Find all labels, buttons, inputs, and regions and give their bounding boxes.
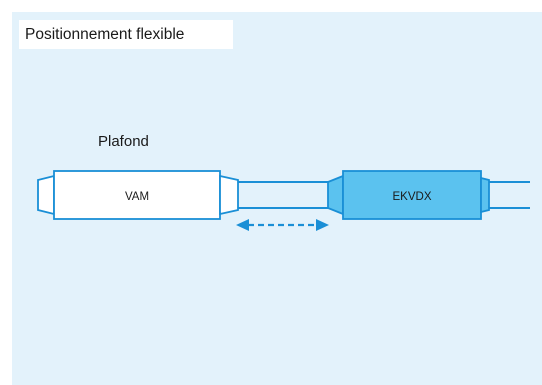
ekvdx-body bbox=[342, 170, 482, 220]
ceiling-label: Plafond bbox=[98, 133, 149, 150]
vam-right-flange bbox=[219, 174, 239, 216]
ekvdx-left-flange bbox=[327, 174, 344, 216]
outlet-duct bbox=[489, 181, 530, 209]
ekvdx-unit: EKVDX bbox=[327, 170, 490, 220]
flexible-distance-arrow bbox=[236, 219, 329, 231]
diagram-title: Positionnement flexible bbox=[19, 20, 233, 49]
ekvdx-right-flange bbox=[480, 176, 490, 214]
arrow-left-head bbox=[236, 219, 249, 231]
vam-label: VAM bbox=[125, 191, 149, 203]
vam-body bbox=[53, 170, 221, 220]
connecting-duct bbox=[238, 181, 328, 209]
arrow-right-head bbox=[316, 219, 329, 231]
vam-left-flange bbox=[37, 174, 55, 216]
vam-unit: VAM bbox=[37, 170, 239, 220]
ekvdx-label: EKVDX bbox=[393, 191, 432, 203]
